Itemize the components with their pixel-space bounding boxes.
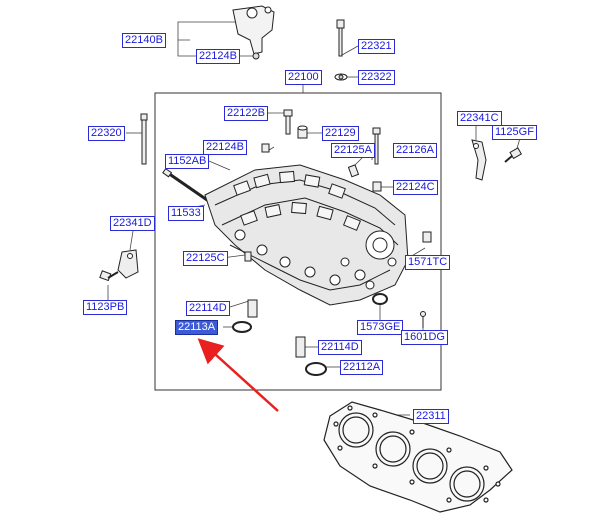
label-22113A-highlighted[interactable]: 22113A: [175, 320, 219, 335]
label-22112A[interactable]: 22112A: [340, 360, 384, 375]
label-1125GF[interactable]: 1125GF: [492, 125, 537, 140]
label-22341C[interactable]: 22341C: [457, 111, 502, 126]
label-22129[interactable]: 22129: [322, 126, 359, 141]
bolt-22126A: [372, 127, 381, 165]
stud-22320: [140, 113, 148, 165]
dowel-22125A: [347, 164, 360, 178]
guide-22114D-upper: [247, 299, 258, 318]
label-22124B[interactable]: 22124B: [203, 140, 247, 155]
plug-22124B: [261, 143, 270, 153]
cylinder-head: [204, 164, 409, 306]
head-gasket-22311: [323, 401, 513, 513]
assembly-frame: [154, 92, 442, 391]
label-22341D[interactable]: 22341D: [110, 216, 155, 231]
seal-22113A: [232, 321, 252, 333]
label-1573GE[interactable]: 1573GE: [357, 320, 404, 335]
label-22311[interactable]: 22311: [413, 409, 449, 424]
bracket-22341C: [471, 139, 487, 181]
plug-1571TC: [422, 231, 432, 243]
guide-22114D-lower: [295, 336, 306, 358]
bolt-1125GF: [504, 147, 523, 163]
label-1152AB[interactable]: 1152AB: [165, 154, 210, 169]
label-11533[interactable]: 11533: [168, 206, 204, 221]
label-22114D-upper[interactable]: 22114D: [186, 301, 230, 316]
label-22122B[interactable]: 22122B: [224, 106, 268, 121]
label-22124B-top[interactable]: 22124B: [196, 49, 240, 64]
label-1601DG[interactable]: 1601DG: [401, 330, 448, 345]
label-22322[interactable]: 22322: [358, 70, 395, 85]
plug-22124C: [372, 181, 382, 192]
label-22114D-lower[interactable]: 22114D: [318, 340, 362, 355]
bracket-22341D: [117, 249, 139, 279]
bolt-11533: [162, 167, 211, 204]
label-22124C[interactable]: 22124C: [393, 180, 438, 195]
highlight-arrow: [197, 338, 279, 412]
label-22125A[interactable]: 22125A: [331, 143, 375, 158]
ring-1573GE: [372, 293, 388, 305]
label-22321[interactable]: 22321: [358, 39, 395, 54]
label-22100[interactable]: 22100: [285, 70, 322, 85]
thermostat-housing: [232, 5, 275, 60]
label-22125C[interactable]: 22125C: [183, 251, 228, 266]
bolt-1123PB: [99, 270, 119, 282]
bolt-22321: [334, 19, 348, 81]
label-22126A[interactable]: 22126A: [393, 143, 437, 158]
label-22320[interactable]: 22320: [88, 126, 125, 141]
ring-22112A: [305, 362, 327, 376]
label-1571TC[interactable]: 1571TC: [405, 255, 451, 270]
pin-1601DG: [420, 311, 426, 328]
part-22129: [297, 125, 308, 139]
label-1123PB[interactable]: 1123PB: [83, 300, 128, 315]
bolt-22122B: [283, 109, 293, 135]
dowel-22125C: [244, 251, 252, 262]
label-22140B[interactable]: 22140B: [122, 33, 166, 48]
